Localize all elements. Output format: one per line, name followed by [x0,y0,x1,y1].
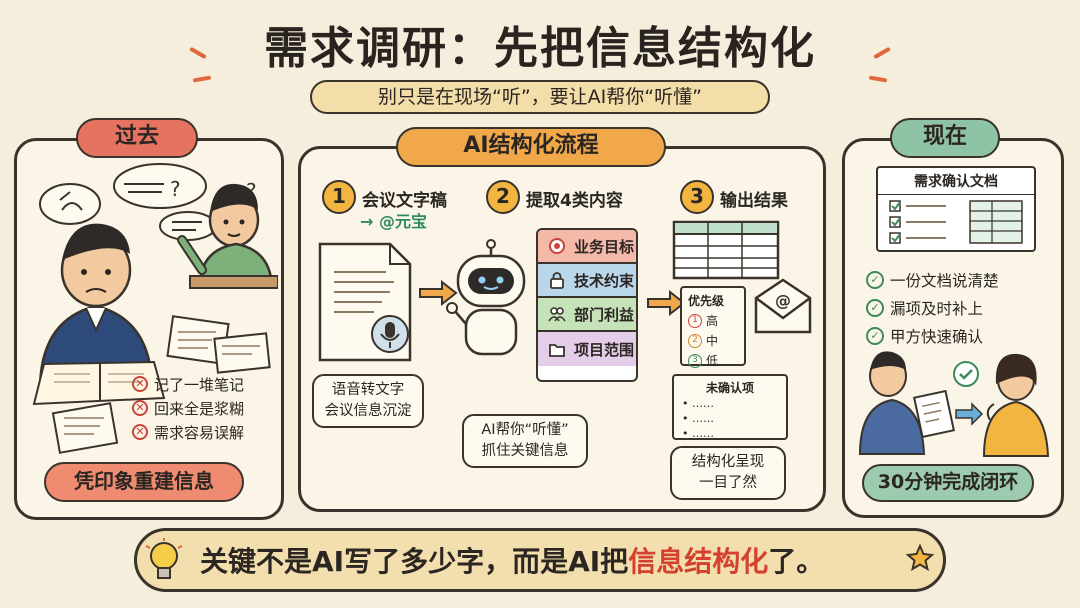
step-number: 2 [486,180,520,214]
handover-illustration [858,351,1050,457]
subtitle-banner: 别只是在现场“听”，要让AI帮你“听懂” [310,80,770,114]
list-item: ✕需求容易误解 [132,420,244,444]
folder-icon [549,344,565,357]
check-icon: ✓ [866,327,884,345]
list-item: ✓漏项及时补上 [866,294,999,322]
step-sub: → @元宝 [360,212,427,231]
key-message-bar [134,528,946,592]
category-card: 业务目标 技术约束 部门利益 项目范围 [536,228,638,382]
list-item: ✓甲方快速确认 [866,322,999,350]
arrow-right-icon [419,280,458,306]
ai-robot-icon [446,239,526,356]
now-tag: 现在 [890,118,1000,158]
past-list: ✕记了一堆笔记 ✕回来全是浆糊 ✕需求容易误解 [132,372,244,444]
now-footer: 30分钟完成闭环 [862,464,1034,502]
x-mark-icon: ✕ [132,424,148,440]
star-icon [906,544,934,572]
x-mark-icon: ✕ [132,400,148,416]
doc-title: 需求确认文档 [878,171,1034,195]
arrow-right-icon [647,290,686,316]
step-number: 1 [322,180,356,214]
confirm-doc: 需求确认文档 [876,166,1036,252]
step-number: 3 [680,180,714,214]
check-icon: ✓ [866,299,884,317]
unconfirmed-note: 未确认项 • …… • …… • …… [672,374,788,440]
ai-tag: AI结构化流程 [396,127,666,167]
target-icon [549,238,565,254]
svg-text:@: @ [775,291,791,310]
page-title: 需求调研：先把信息结构化 [264,23,816,74]
category-row: 部门利益 [538,298,636,332]
envelope-icon: @ [754,278,812,334]
caption-bubble: AI帮你“听懂” 抓住关键信息 [462,414,588,468]
now-list: ✓一份文档说清楚 ✓漏项及时补上 ✓甲方快速确认 [866,266,999,350]
list-item: ✕记了一堆笔记 [132,372,244,396]
spark-decoration [868,75,888,83]
people-icon [548,307,566,322]
list-item: ✕回来全是浆糊 [132,396,244,420]
check-icon: ✓ [866,271,884,289]
transcript-notebook-icon [318,242,412,362]
list-item: ✓一份文档说清楚 [866,266,999,294]
step-label: 提取4类内容 [526,191,623,211]
caption-bubble: 语音转文字 会议信息沉淀 [312,374,424,428]
past-tag: 过去 [76,118,198,158]
output-table-icon [672,220,780,280]
key-message: 关键不是AI写了多少字，而是AI把信息结构化了。 [200,545,825,578]
doc-contents-icon [889,200,1023,244]
lock-icon [550,272,564,289]
past-illustration: ? ? [32,163,278,454]
svg-text:?: ? [170,177,181,201]
x-mark-icon: ✕ [132,376,148,392]
step-label: 会议文字稿 [362,191,447,211]
category-row: 技术约束 [538,264,636,298]
category-row: 业务目标 [538,230,636,264]
lightbulb-icon [145,538,183,579]
caption-bubble: 结构化呈现 一目了然 [670,446,786,500]
past-footer: 凭印象重建信息 [44,462,244,502]
spark-decoration [192,75,212,83]
category-row: 项目范围 [538,332,636,366]
step-label: 输出结果 [720,191,788,211]
